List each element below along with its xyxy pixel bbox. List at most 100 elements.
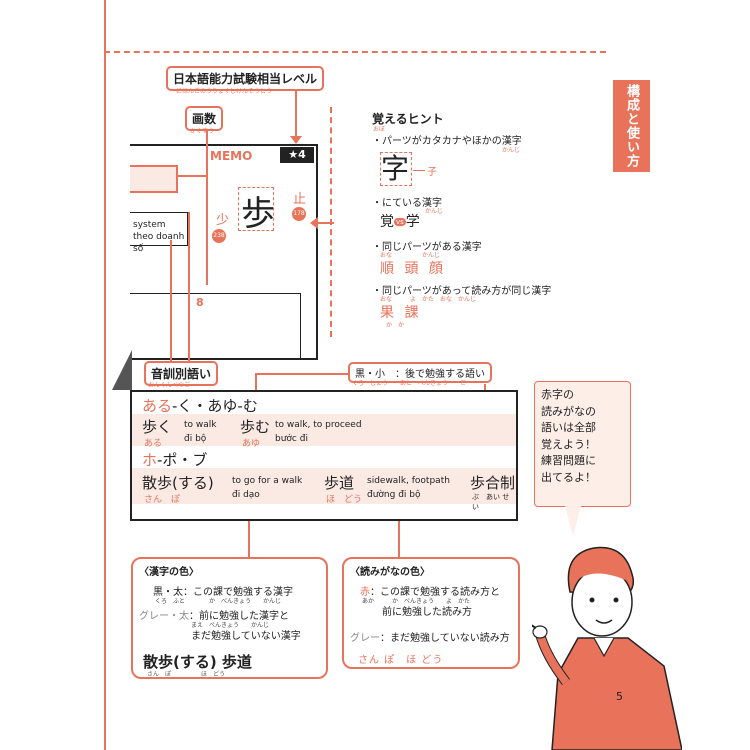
vocab-english: to walk, to proceed: [275, 420, 362, 430]
stroke-count-ruby: かくすう: [190, 128, 215, 135]
speech-line: 読みがなの: [541, 404, 596, 418]
vocab-ruby: さん ぽ: [144, 495, 181, 505]
vocab-ruby: ほ どう: [326, 495, 363, 505]
jlpt-level-ruby: にほんごのうりょくしけんそうとう: [176, 88, 273, 95]
vocabulary-box: ある-く・あゆ-む 歩く ある to walk đi bộ 歩む あゆ to w…: [130, 390, 518, 521]
legend-text: 前に勉強した読み方: [382, 607, 472, 618]
speech-line: 出てるよ！: [541, 470, 596, 484]
vocab-english: to go for a walk: [232, 476, 303, 486]
hint-example-part: 子: [427, 167, 437, 178]
memo-part-left-num: 238: [212, 229, 226, 243]
memo-kanji: 歩: [241, 194, 275, 234]
hint-item: ・パーツがカタカナやほかの漢字: [372, 136, 522, 147]
level-badge: ★4: [280, 147, 314, 163]
kanji-color-legend: 〈漢字の色〉 黒・太：この課で勉強する漢字 くろ ふと か べんきょう かんじ …: [131, 557, 328, 679]
dashed-divider: [104, 51, 606, 53]
speech-bubble: 赤字の 読みがなの 語いは全部 覚えよう！ 練習問題に 出てるよ！: [534, 381, 631, 507]
reading-row-kun: ある-く・あゆ-む: [142, 395, 258, 416]
vocab-vietnamese: đi bộ: [184, 434, 207, 444]
speech-line: 覚えよう！: [541, 437, 596, 451]
callout-later-words: 黒・小 ：後で勉強する語い: [348, 362, 492, 383]
hint-example: 順 頭 顔: [380, 261, 446, 277]
reading-words-ruby: おんくんべつご: [148, 382, 191, 389]
vocab-ruby: ぶ あい せい: [472, 493, 510, 511]
legend-ruby: まえ べんきょう かんじ: [191, 622, 270, 629]
hint-text: パーツがカタカナやほかの漢字: [382, 136, 522, 147]
speech-tail: [565, 506, 581, 536]
reading-kana: ホ: [142, 451, 158, 469]
reading-kana: ある: [142, 397, 173, 415]
section-side-tab[interactable]: 構成と使い方: [613, 80, 650, 172]
legend-ruby: くろ ふと か べんきょう かんじ: [155, 598, 282, 605]
hint-ruby: おな かんじ: [380, 252, 441, 259]
band-row: [132, 468, 516, 504]
kanji-dashed-frame: [238, 187, 274, 231]
memo-vertical-divider: [300, 293, 301, 360]
legend-text: ：まだ勉強していない読み方: [380, 633, 510, 644]
legend-label: 赤: [360, 587, 370, 598]
legend-text: ：この課で勉強する漢字: [183, 587, 293, 598]
vocab-english: sidewalk, footpath: [367, 476, 450, 486]
stroke-count-label: 画数: [185, 106, 224, 131]
legend-row: 赤：この課で勉強する読み方と: [360, 583, 500, 598]
memo-divider: [130, 293, 300, 294]
hint-text: 同じパーツがある漢字: [382, 242, 482, 253]
hint-connector: [312, 222, 334, 224]
callout-later-words-ruby: くろ しょう あと べんきょう ご: [352, 380, 467, 387]
legend-text: ：この課で勉強する読み方と: [370, 587, 500, 598]
jlpt-connector: [295, 90, 297, 138]
hint-pair-kanji: 覚: [380, 214, 394, 230]
vocab-kanji: 歩道: [324, 474, 355, 492]
reading-row-on: ホ-ポ・ブ: [142, 449, 207, 470]
reading-rest: -ポ・ブ: [157, 451, 208, 469]
hint-example-kanji: 字: [380, 152, 412, 186]
vocab-vietnamese: bước đi: [275, 434, 308, 444]
arrow-left-icon: [310, 217, 318, 229]
legend-example: さん ぽ ほ どう: [358, 655, 444, 666]
connector: [178, 175, 208, 177]
jlpt-level-label: 日本語能力試験相当レベル: [166, 66, 325, 91]
vocab-kanji: 歩合制: [470, 474, 516, 492]
legend-ruby: あか か べんきょう よ かた: [362, 598, 471, 605]
vocab-english: to walk: [184, 420, 217, 430]
teacher-illustration: [532, 546, 682, 750]
hint-text: にている漢字: [382, 198, 442, 209]
hint-item: ・にている漢字: [372, 198, 442, 209]
memo-translation-box: system theo doanh số: [130, 212, 188, 254]
connector: [206, 130, 208, 285]
vocab-vietnamese: đường đi bộ: [367, 490, 421, 500]
legend-text: まだ勉強していない漢字: [191, 631, 301, 642]
vocab-ruby: ある: [144, 439, 163, 449]
vocab-vietnamese: đi dạo: [232, 490, 260, 500]
connector: [255, 373, 348, 375]
hint-ruby: かんじ: [502, 147, 521, 154]
hint-text: 同じパーツがあって読み方が同じ漢字: [382, 286, 552, 297]
hint-item: ・同じパーツがあって読み方が同じ漢字: [372, 286, 552, 297]
vocab-ruby: あゆ: [242, 439, 261, 449]
legend-text: ：前に勉強した漢字と: [189, 611, 289, 622]
vocab-kanji: 歩く: [142, 418, 173, 436]
page-frame: [104, 0, 750, 750]
page-number: 5: [616, 690, 623, 703]
legend-row: グレー・太：前に勉強した漢字と: [139, 607, 289, 622]
legend-example-ruby: さん ぽ ほ どう: [147, 671, 226, 678]
connector: [248, 521, 250, 561]
connector: [398, 521, 400, 561]
hint-example-ruby: か か: [386, 322, 405, 329]
memo-title: MEMO: [210, 149, 253, 163]
legend-label: グレー・太: [139, 611, 189, 622]
hint-pointer: [413, 170, 425, 171]
callout-pointer: [112, 350, 132, 390]
legend-title: 〈漢字の色〉: [139, 567, 199, 578]
speech-line: 練習問題に: [541, 454, 596, 467]
reading-color-legend: 〈読みがなの色〉 赤：この課で勉強する読み方と あか か べんきょう よ かた …: [342, 557, 520, 669]
legend-label: グレー: [350, 633, 380, 644]
speech-line: 語いは全部: [541, 421, 596, 434]
speech-line: 赤字の: [541, 388, 574, 401]
memo-header: MEMO ★4: [130, 145, 316, 167]
band-row: [132, 414, 516, 446]
memo-part-left: 少: [216, 213, 230, 228]
legend-example: 散歩(する) 歩道: [143, 653, 252, 671]
